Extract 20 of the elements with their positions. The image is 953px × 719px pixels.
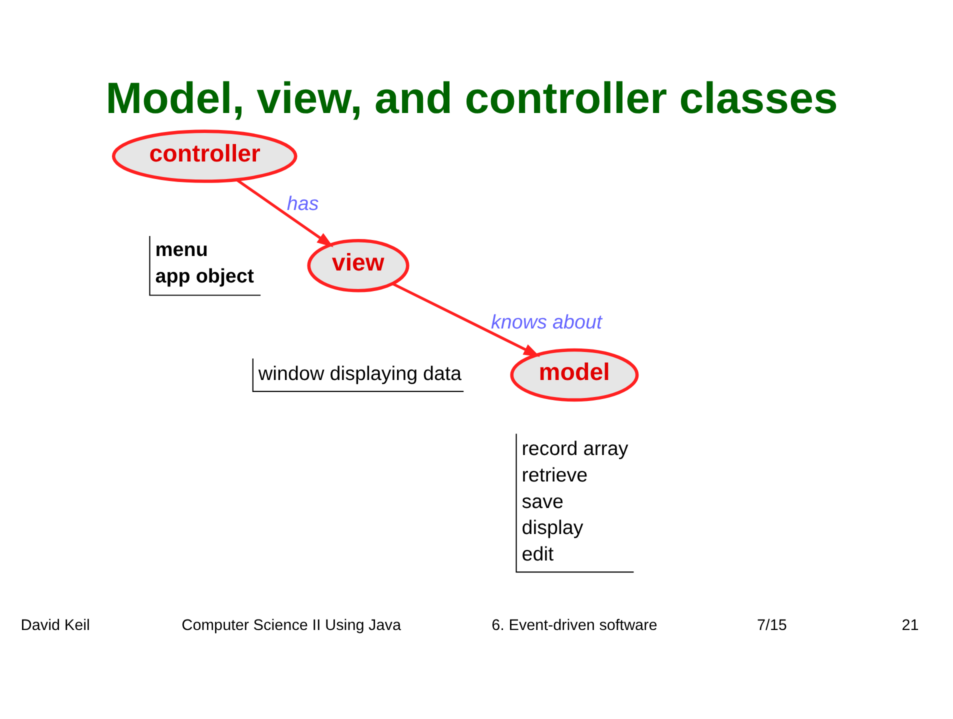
- node-label: record array: [522, 438, 628, 460]
- node-label: edit: [522, 542, 554, 565]
- node-ellipse: view: [307, 238, 410, 292]
- label: 7/15: [757, 616, 787, 634]
- label: David Keil: [20, 616, 90, 634]
- node-label: window displaying data: [258, 362, 462, 384]
- node-ellipse: controller: [112, 129, 298, 182]
- edge-label: knows about: [491, 311, 602, 334]
- node-label: app object: [155, 265, 254, 288]
- node-label: retrieve: [522, 464, 588, 486]
- edge-label: has: [286, 192, 319, 215]
- label: 21: [902, 616, 919, 634]
- node-label: menu: [155, 238, 208, 261]
- node-label: save: [522, 490, 564, 512]
- node-ellipse: model: [510, 348, 639, 402]
- arrow: [392, 282, 540, 356]
- label: Computer Science II Using Java: [182, 616, 402, 634]
- diagram-title: Model, view, and controller classes: [106, 73, 838, 122]
- label: 6. Event-driven software: [492, 616, 658, 634]
- node-label: display: [522, 516, 584, 539]
